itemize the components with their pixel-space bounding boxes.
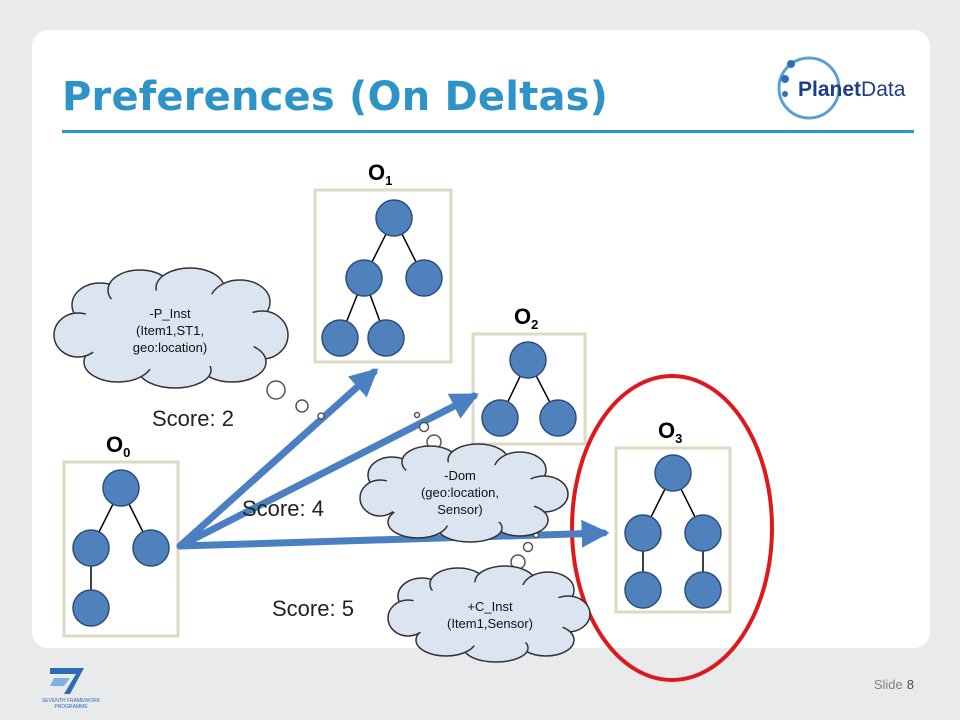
tree-node	[321, 319, 359, 357]
cloud-c-inst	[387, 565, 591, 663]
tree-node	[509, 341, 547, 379]
cloud-text-c-inst: +C_Inst (Item1,Sensor)	[415, 598, 565, 632]
tree-node	[72, 529, 110, 567]
arrow-to-o1	[176, 368, 379, 550]
cloud-text-dom: -Dom (geo:location, Sensor)	[390, 467, 530, 518]
thought-dot	[266, 380, 286, 400]
ontology-label-o0: O0	[106, 432, 130, 460]
thought-dot	[413, 411, 421, 419]
thought-dot	[418, 421, 430, 433]
thought-dot	[317, 412, 325, 420]
tree-node	[72, 589, 110, 627]
cloud-dom	[359, 443, 569, 543]
thought-dot	[295, 399, 309, 413]
highlight-ellipse	[570, 374, 774, 682]
ontology-label-o2: O2	[514, 304, 538, 332]
tree-node	[624, 514, 662, 552]
slide-number-value: 8	[906, 677, 914, 692]
ontology-label-o1: O1	[368, 160, 392, 188]
cloud-p-inst	[53, 267, 289, 389]
fp7-line1: SEVENTH FRAMEWORK	[42, 698, 101, 704]
logo-name-part1: Planet	[798, 78, 862, 101]
cloud-line: (geo:location,	[420, 485, 500, 500]
tree-node	[367, 319, 405, 357]
thought-dot	[522, 541, 534, 553]
score-label-o1: Score: 2	[152, 406, 234, 431]
logo-name-part2: Data	[861, 78, 906, 101]
fp7-line2: PROGRAMME	[54, 704, 88, 710]
tree-node	[624, 571, 662, 609]
score-label-o2: Score: 4	[242, 496, 324, 521]
ontology-label-o3: O3	[658, 418, 682, 446]
arrow-to-o2	[176, 392, 479, 550]
cloud-line: (Item1,Sensor)	[447, 616, 533, 631]
arrow-to-o3	[176, 519, 610, 550]
fp7-logo-icon: SEVENTH FRAMEWORK PROGRAMME	[42, 668, 101, 710]
cloud-text-p-inst: -P_Inst (Item1,ST1, geo:location)	[100, 305, 240, 356]
tree-node	[684, 571, 722, 609]
cloud-line: -P_Inst	[149, 306, 191, 321]
tree-node	[481, 399, 519, 437]
cloud-line: (Item1,ST1,	[136, 323, 204, 338]
title-underline	[62, 130, 914, 133]
cloud-line: Sensor)	[437, 502, 483, 517]
score-label-o3: Score: 5	[272, 596, 354, 621]
slide-title: Preferences (On Deltas)	[62, 74, 609, 120]
planetdata-logo-text: PlanetData	[798, 78, 905, 102]
tree-node	[539, 399, 577, 437]
tree-node	[654, 454, 692, 492]
tree-node	[102, 469, 140, 507]
cloud-line: -Dom	[444, 468, 476, 483]
cloud-line: geo:location)	[132, 340, 208, 355]
tree-node	[405, 259, 443, 297]
tree-node	[345, 259, 383, 297]
tree-node	[684, 514, 722, 552]
cloud-line: +C_Inst	[467, 599, 513, 614]
slide-label: Slide	[873, 677, 903, 692]
planetdata-logo-icon	[777, 56, 841, 120]
tree-node	[132, 529, 170, 567]
tree-node	[375, 199, 413, 237]
